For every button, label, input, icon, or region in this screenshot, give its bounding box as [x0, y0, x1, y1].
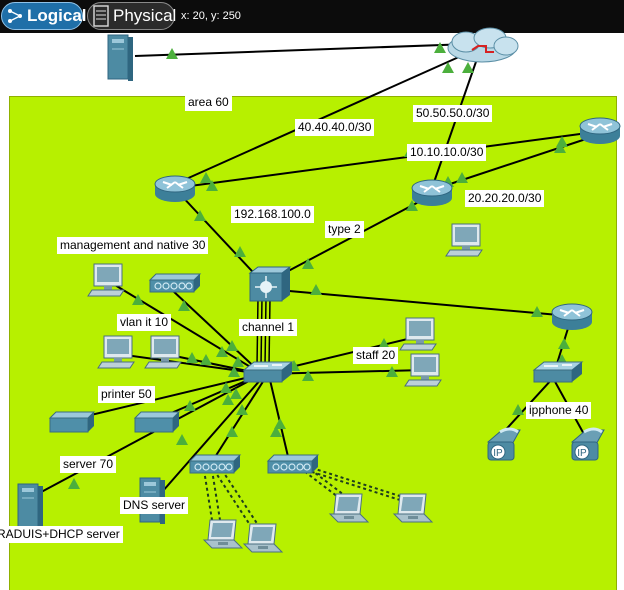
label-radius[interactable]: RADUIS+DHCP server: [0, 526, 123, 543]
router-icon[interactable]: [551, 303, 593, 331]
logical-view-icon: [6, 5, 24, 27]
cloud-icon[interactable]: [447, 27, 519, 63]
laptop-icon[interactable]: [243, 523, 283, 553]
tab-logical-label: Logical: [27, 6, 87, 25]
pc-icon[interactable]: [445, 223, 483, 257]
link-server70-sw[interactable]: [29, 373, 263, 499]
router-icon[interactable]: [411, 179, 453, 207]
printer-icon[interactable]: [49, 411, 95, 433]
link-dns-sw[interactable]: [154, 377, 263, 501]
link-hub1-sw[interactable]: [209, 379, 265, 466]
label-staff[interactable]: staff 20: [353, 347, 399, 364]
ip-phone-icon[interactable]: IP: [570, 427, 606, 462]
pc-icon[interactable]: [87, 263, 125, 297]
pc-icon[interactable]: [399, 317, 437, 351]
ip-phone-icon[interactable]: IP: [486, 427, 522, 462]
label-net-40[interactable]: 40.40.40.0/30: [295, 119, 375, 136]
link-r1-cloud[interactable]: [174, 51, 471, 185]
pc-icon[interactable]: [144, 335, 182, 369]
hub-icon[interactable]: [189, 454, 241, 474]
link-mls-r4[interactable]: [277, 289, 571, 317]
label-area[interactable]: area 60: [185, 94, 232, 111]
link-r2-cloud[interactable]: [431, 55, 479, 189]
server-icon[interactable]: [107, 34, 134, 82]
link-r1-mls[interactable]: [177, 191, 266, 286]
tab-physical-label: Physical: [113, 6, 177, 25]
link-hub-sw[interactable]: [171, 289, 263, 375]
label-type[interactable]: type 2: [325, 221, 364, 238]
ip-phone-badge: IP: [493, 448, 503, 459]
tab-physical[interactable]: Physical: [87, 2, 177, 30]
physical-view-icon: [92, 5, 110, 27]
workspace-toolbar: Logical Physical x: 20, y: 250: [0, 0, 624, 33]
hub-icon[interactable]: [267, 454, 319, 474]
ip-phone-badge: IP: [577, 448, 587, 459]
switch-icon[interactable]: [243, 361, 293, 383]
label-server[interactable]: server 70: [60, 456, 117, 473]
link-server-cloud[interactable]: [134, 43, 471, 57]
link-r1-r3[interactable]: [174, 131, 596, 189]
label-ipphone[interactable]: ipphone 40: [526, 402, 592, 419]
pc-icon[interactable]: [97, 335, 135, 369]
label-dns[interactable]: DNS server: [120, 497, 189, 514]
laptop-icon[interactable]: [393, 493, 433, 523]
cursor-coordinates: x: 20, y: 250: [181, 10, 241, 22]
multilayer-switch-icon[interactable]: [249, 266, 291, 302]
tab-logical[interactable]: Logical: [1, 2, 87, 30]
link-pc2-sw[interactable]: [117, 353, 263, 375]
hub-icon[interactable]: [149, 273, 201, 293]
server-icon[interactable]: [17, 483, 44, 531]
label-net-50[interactable]: 50.50.50.0/30: [413, 105, 493, 122]
label-channel[interactable]: channel 1: [239, 319, 298, 336]
label-net-192[interactable]: 192.168.100.0: [231, 206, 314, 223]
printer-icon[interactable]: [134, 411, 180, 433]
router-icon[interactable]: [579, 117, 621, 145]
laptop-icon[interactable]: [203, 519, 243, 549]
label-mgmt[interactable]: management and native 30: [57, 237, 209, 254]
label-printer[interactable]: printer 50: [98, 386, 155, 403]
switch-icon[interactable]: [533, 361, 583, 383]
label-net-20[interactable]: 20.20.20.0/30: [465, 190, 545, 207]
label-net-10[interactable]: 10.10.10.0/30: [407, 144, 487, 161]
wireless-links: [203, 465, 407, 529]
label-vlan-it[interactable]: vlan it 10: [117, 314, 172, 331]
laptop-icon[interactable]: [329, 493, 369, 523]
link-printer1-sw[interactable]: [69, 373, 263, 421]
router-icon[interactable]: [154, 175, 196, 203]
